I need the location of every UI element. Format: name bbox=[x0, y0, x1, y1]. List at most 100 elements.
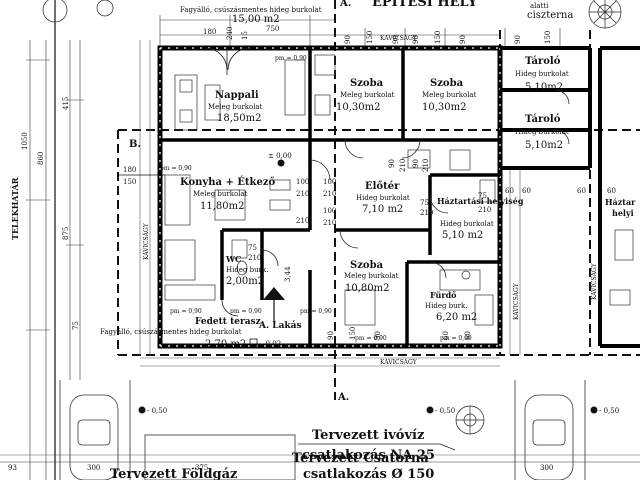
dim-210-i: 210 bbox=[248, 254, 261, 262]
room-haztartasi: Háztartási helyiség Hideg burkolat 5,10 … bbox=[437, 196, 524, 241]
dim-75-c: 75 bbox=[248, 244, 257, 252]
section-b: B. bbox=[129, 139, 141, 150]
room-right-partial: Háztar helyi bbox=[605, 197, 636, 218]
room-name: Konyha + Étkező bbox=[180, 176, 276, 188]
tree-symbols bbox=[42, 0, 622, 435]
room-floor: Hideg burkolat bbox=[515, 128, 569, 136]
room-floor: Hideg burkolat bbox=[356, 194, 410, 202]
dim-210-e: 210 bbox=[420, 209, 433, 217]
bottom-dim-93: 93 bbox=[8, 464, 17, 472]
utility-sewer-line-2: csatlakozás Ø 150 bbox=[303, 467, 434, 480]
top-dim-90c: 90 bbox=[412, 35, 420, 44]
dim-90-g: 90 bbox=[412, 159, 420, 168]
section-a-bottom: A. bbox=[337, 392, 349, 403]
room-name: Előtér bbox=[365, 181, 400, 192]
dim-60-d: 60 bbox=[607, 187, 616, 195]
dim-75-b: 75 bbox=[478, 192, 487, 200]
pm-note-5: pm = 0,90 bbox=[300, 308, 332, 315]
room-floor: Hideg burkolat bbox=[440, 220, 494, 228]
room-area: 5,10 m2 bbox=[442, 230, 483, 241]
room-name: Fedett terasz bbox=[195, 317, 261, 327]
level-zero-marker: ± 0,00 bbox=[268, 152, 292, 167]
dim-60-a: 60 bbox=[505, 187, 514, 195]
utility-water: Tervezett ivóvíz csatlakozás NA 25 bbox=[298, 428, 456, 463]
dim-90-f: 90 bbox=[388, 159, 396, 168]
top-dim-90e: 90 bbox=[514, 35, 522, 44]
dim-3-44: 3,44 bbox=[284, 266, 292, 282]
top-dim-240: 240 bbox=[226, 27, 234, 40]
room-name: helyi bbox=[612, 208, 634, 218]
room-area: 18,50m2 bbox=[217, 113, 261, 124]
dim-415: 415 bbox=[62, 97, 70, 110]
level-minus-050-b: - 0,50 bbox=[435, 407, 455, 415]
gravel-top: KAVICSÁGY bbox=[380, 35, 418, 42]
room-floor: Meleg burkolat bbox=[208, 103, 263, 111]
parking-area bbox=[0, 380, 640, 480]
room-name: Szoba bbox=[350, 78, 384, 89]
room-eloter: Előtér Hideg burkolat 7,10 m2 bbox=[356, 181, 410, 215]
bottom-dim-300-b: 300 bbox=[540, 464, 553, 472]
gravel-right-2: KAVICSÁGY bbox=[591, 262, 598, 300]
dim-875: 875 bbox=[62, 227, 70, 240]
dim-210-d: 210 bbox=[323, 219, 336, 227]
boundary-lines bbox=[26, 0, 84, 480]
room-name: Háztartási helyiség bbox=[437, 196, 524, 206]
neighbor-walls bbox=[500, 46, 640, 348]
room-furdo: Fürdő Hideg burk. 6,20 m2 bbox=[425, 290, 477, 323]
room-name: Szoba bbox=[350, 260, 384, 271]
top-right-1: alatti bbox=[530, 2, 549, 10]
level-minus-050-a: - 0,50 bbox=[147, 407, 167, 415]
dim-210-b: 210 bbox=[296, 217, 309, 225]
top-dim-750: 750 bbox=[266, 25, 279, 33]
bottom-dim-375: 375 bbox=[195, 464, 208, 472]
top-note: Fagyálló, csúszásmentes hideg burkolat bbox=[180, 6, 322, 14]
wall-hatch bbox=[159, 47, 501, 347]
top-dim-90b: 90 bbox=[392, 35, 400, 44]
level-zero: ± 0,00 bbox=[268, 152, 292, 160]
dim-75-left: 75 bbox=[72, 321, 80, 330]
top-dim-90d: 90 bbox=[459, 35, 467, 44]
dim-75-a: 75 bbox=[420, 199, 429, 207]
top-dim-180: 180 bbox=[203, 28, 216, 36]
top-dimension-lines bbox=[159, 15, 561, 48]
room-floor: Hideg burk. bbox=[425, 302, 467, 310]
room-nappali: Nappali Meleg burkolat 18,50m2 bbox=[208, 90, 263, 124]
room-area: 2,00m2 bbox=[226, 276, 264, 287]
dim-150-c: 150 bbox=[349, 327, 357, 340]
utility-gas-line: Tervezett Földgáz bbox=[110, 467, 237, 480]
dim-90-h: 90 bbox=[327, 331, 335, 340]
dim-210-f: 210 bbox=[478, 206, 491, 214]
room-area: 10,30m2 bbox=[336, 102, 380, 113]
room-area: 7,10 m2 bbox=[362, 204, 403, 215]
gravel-strips bbox=[139, 40, 521, 367]
dim-100-b: 100 bbox=[323, 178, 336, 186]
room-area: 5,10m2 bbox=[525, 82, 563, 93]
interior-walls bbox=[160, 48, 500, 346]
room-area: 10,80m2 bbox=[345, 283, 389, 294]
dim-1050: 1050 bbox=[21, 132, 29, 150]
dim-860: 860 bbox=[37, 152, 45, 165]
room-area: 11,80m2 bbox=[200, 201, 244, 212]
top-dim-90a: 90 bbox=[344, 35, 352, 44]
furniture bbox=[164, 54, 634, 326]
room-floor: Hideg burk. bbox=[226, 266, 268, 274]
dim-150-b: 150 bbox=[123, 178, 136, 186]
boundary-label: TELEKHATÁR bbox=[10, 177, 20, 240]
room-area: 5,10m2 bbox=[525, 140, 563, 151]
room-name: Szoba bbox=[430, 78, 464, 89]
top-area: 15,00 m2 bbox=[232, 14, 280, 25]
dim-100-c: 100 bbox=[323, 207, 336, 215]
top-title: ÉPÍTÉSI HELY bbox=[372, 0, 478, 10]
pm-note-3: pm = 0,90 bbox=[170, 308, 202, 315]
dim-90-i: 90 bbox=[374, 331, 382, 340]
gravel-right-1: KAVICSÁGY bbox=[513, 282, 520, 320]
room-floor: Meleg burkolat bbox=[340, 91, 395, 99]
room-name: Fürdő bbox=[430, 290, 457, 300]
room-floor: Fagyálló, csúszásmentes hideg burkolat bbox=[100, 328, 242, 336]
top-right-2: ciszterna bbox=[527, 10, 573, 21]
room-tarolo-2: Tároló Hideg burkolat 5,10m2 bbox=[515, 114, 569, 151]
room-szoba-2: Szoba Meleg burkolat 10,30m2 bbox=[422, 78, 477, 113]
entrance-arrow bbox=[263, 287, 285, 325]
room-name: Tároló bbox=[525, 114, 561, 125]
